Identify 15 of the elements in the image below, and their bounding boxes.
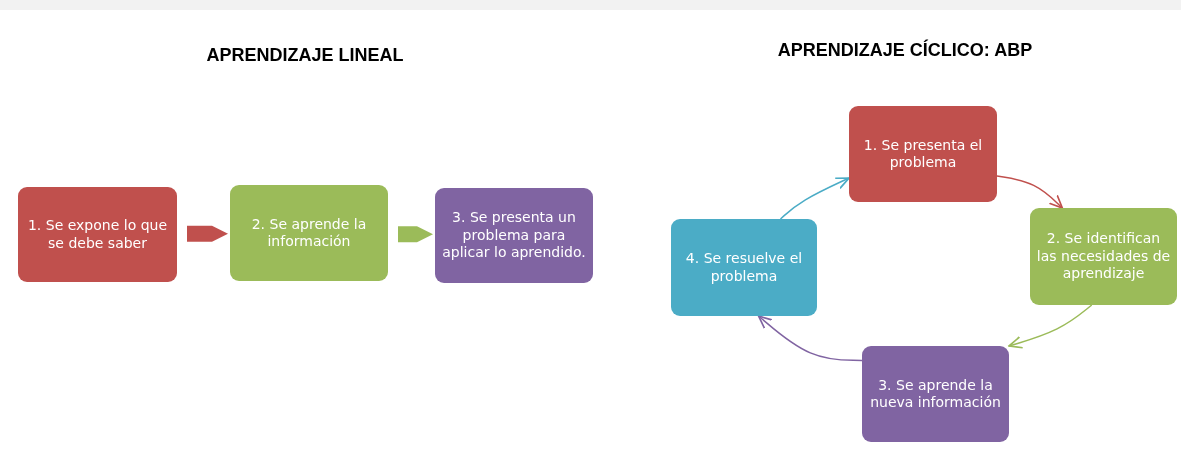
step-box: 4. Se resuelve el problema (671, 219, 817, 316)
step-box: 3. Se aprende la nueva información (862, 346, 1009, 442)
block-arrow (398, 226, 433, 243)
block-arrow (187, 225, 228, 242)
curved-arrow (779, 177, 850, 220)
step-box: 1. Se presenta el problema (849, 106, 997, 202)
step-box: 2. Se aprende la información (230, 185, 388, 281)
curved-arrow (996, 175, 1064, 209)
step-box: 3. Se presenta un problema para aplicar lo aprendido. (435, 188, 593, 283)
curved-arrow (757, 315, 863, 362)
section-heading: APRENDIZAJE CÍCLICO: ABP (777, 40, 1033, 61)
section-heading: APRENDIZAJE LINEAL (206, 45, 404, 66)
curved-arrow (1008, 304, 1093, 349)
step-box: 2. Se identifican las necesidades de aprendizaje (1030, 208, 1177, 305)
step-box: 1. Se expone lo que se debe saber (18, 187, 177, 282)
